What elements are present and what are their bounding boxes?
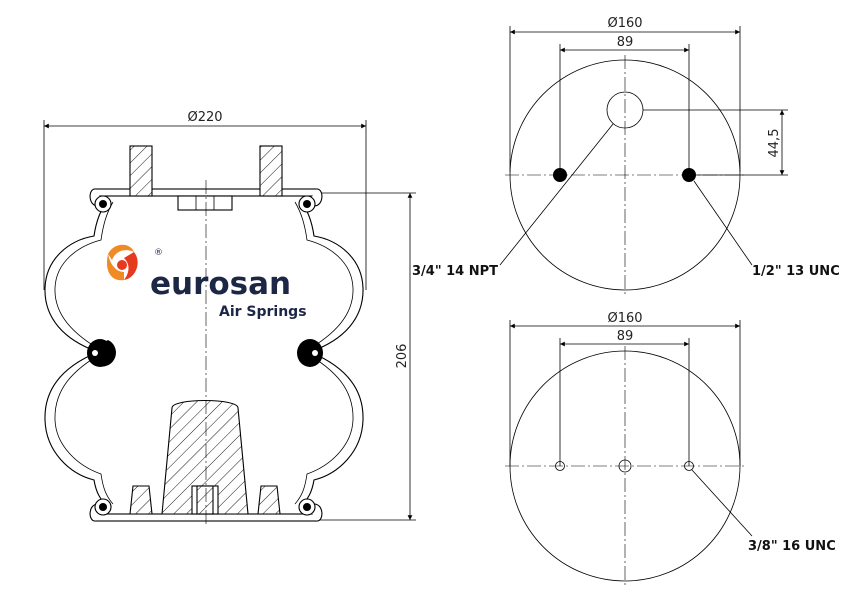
top-right-stud-hole bbox=[682, 168, 696, 182]
inlet-leader bbox=[499, 123, 614, 266]
side-diameter-label: Ø220 bbox=[187, 110, 222, 125]
top-stud-thread-note: 1/2" 13 UNC bbox=[752, 264, 840, 279]
top-stud-leader bbox=[693, 180, 753, 266]
registered-mark: ® bbox=[154, 248, 163, 258]
height-label: 206 bbox=[395, 344, 410, 369]
bottom-stud-leader bbox=[691, 469, 753, 537]
bottom-bolt-spacing-label: 89 bbox=[617, 329, 634, 344]
top-left-stud-hole bbox=[553, 168, 567, 182]
bottom-right-stud bbox=[257, 485, 281, 515]
bottom-stud-thread-note: 3/8" 16 UNC bbox=[748, 539, 836, 554]
offset-label: 44,5 bbox=[767, 129, 782, 158]
top-bolt-spacing-label: 89 bbox=[617, 35, 634, 50]
bottom-plate-view: Ø160 89 3/8" 16 UNC bbox=[505, 311, 836, 586]
brand-tagline: Air Springs bbox=[219, 304, 307, 320]
top-plate-view: Ø160 89 44,5 1/2" 13 UNC bbox=[499, 16, 840, 295]
right-girdle-ring bbox=[297, 339, 323, 367]
eurosan-logo: ® eurosan Air Springs bbox=[106, 244, 307, 320]
top-diameter-label: Ø160 bbox=[607, 16, 642, 31]
top-right-stud bbox=[259, 145, 283, 197]
top-left-stud bbox=[129, 145, 153, 197]
bottom-center-hole bbox=[618, 459, 632, 473]
bottom-diameter-label: Ø160 bbox=[607, 311, 642, 326]
inlet-thread-note: 3/4" 14 NPT bbox=[412, 264, 498, 279]
bottom-left-stud bbox=[129, 485, 153, 515]
logo-mark-icon bbox=[106, 244, 138, 281]
internal-bumper bbox=[161, 399, 249, 515]
bottom-right-stud-hole bbox=[684, 461, 694, 471]
side-view: Ø220 206 bbox=[43, 110, 498, 526]
air-inlet-boss bbox=[177, 195, 233, 211]
bottom-left-stud-hole bbox=[555, 461, 565, 471]
brand-name: eurosan bbox=[150, 266, 291, 302]
